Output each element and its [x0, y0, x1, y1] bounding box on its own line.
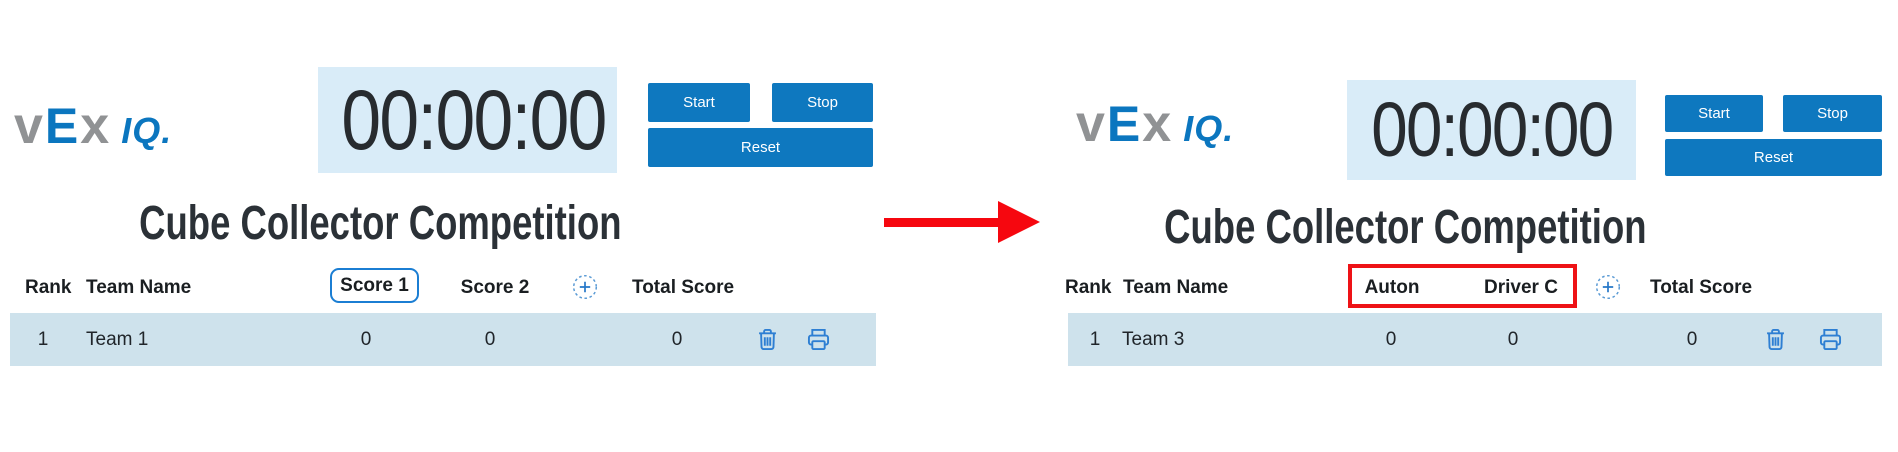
- header-score1-input[interactable]: Score 1: [330, 268, 419, 303]
- header-team-name: Team Name: [86, 277, 192, 298]
- header-total-score: Total Score: [632, 277, 735, 298]
- add-column-button[interactable]: [572, 274, 598, 300]
- plus-circle-icon: [1595, 274, 1621, 300]
- stop-button[interactable]: Stop: [772, 83, 873, 122]
- stop-button[interactable]: Stop: [1783, 95, 1882, 132]
- header-score2[interactable]: Score 2: [460, 277, 530, 298]
- team-name-cell[interactable]: Team 3: [1122, 329, 1185, 350]
- red-arrow-right-icon: [998, 201, 1040, 243]
- logo-letter-x: x: [80, 97, 112, 155]
- header-auton[interactable]: Auton: [1364, 277, 1420, 298]
- logo-letter-e: E: [44, 98, 81, 154]
- rank-cell: 1: [1089, 329, 1101, 350]
- printer-icon: [807, 328, 830, 351]
- red-annotation-box: [1348, 264, 1577, 308]
- table-row: 1 Team 1 0 0 0: [10, 313, 876, 366]
- total-score-cell: 0: [671, 329, 683, 350]
- delete-row-button[interactable]: [754, 326, 781, 353]
- red-arrow-shaft: [884, 218, 1002, 227]
- print-row-button[interactable]: [1817, 326, 1844, 353]
- score2-cell[interactable]: 0: [484, 329, 496, 350]
- score1-cell[interactable]: 0: [360, 329, 372, 350]
- timer-display: 00:00:00: [318, 67, 617, 173]
- logo-letter-v: v: [1076, 95, 1107, 153]
- total-score-cell: 0: [1686, 329, 1698, 350]
- header-rank: Rank: [25, 277, 72, 298]
- header-team-name: Team Name: [1123, 277, 1229, 298]
- rank-cell: 1: [37, 329, 49, 350]
- logo-iq: IQ.: [1183, 108, 1235, 149]
- header-rank: Rank: [1065, 277, 1112, 298]
- reset-button[interactable]: Reset: [1665, 139, 1882, 176]
- page-title: Cube Collector Competition: [138, 197, 622, 250]
- header-total-score: Total Score: [1650, 277, 1753, 298]
- timer-value: 00:00:00: [1370, 87, 1614, 173]
- plus-circle-icon: [572, 274, 598, 300]
- team-name-cell[interactable]: Team 1: [86, 329, 149, 350]
- timer-value: 00:00:00: [341, 73, 607, 167]
- logo-letter-e: E: [1106, 96, 1143, 152]
- add-column-button[interactable]: [1595, 274, 1621, 300]
- timer-display: 00:00:00: [1347, 80, 1636, 180]
- page-title: Cube Collector Competition: [1163, 201, 1647, 254]
- delete-row-button[interactable]: [1762, 326, 1789, 353]
- trash-icon: [759, 328, 776, 351]
- printer-icon: [1819, 328, 1842, 351]
- print-row-button[interactable]: [805, 326, 832, 353]
- reset-button[interactable]: Reset: [648, 128, 873, 167]
- logo-letter-v: v: [14, 97, 45, 155]
- score2-cell[interactable]: 0: [1507, 329, 1519, 350]
- logo-letter-x: x: [1142, 95, 1174, 153]
- score1-cell[interactable]: 0: [1385, 329, 1397, 350]
- start-button[interactable]: Start: [1665, 95, 1763, 132]
- header-driver-c[interactable]: Driver C: [1484, 277, 1558, 298]
- table-row: 1 Team 3 0 0 0: [1068, 313, 1882, 366]
- logo-iq: IQ.: [121, 110, 173, 151]
- start-button[interactable]: Start: [648, 83, 750, 122]
- trash-icon: [1767, 328, 1784, 351]
